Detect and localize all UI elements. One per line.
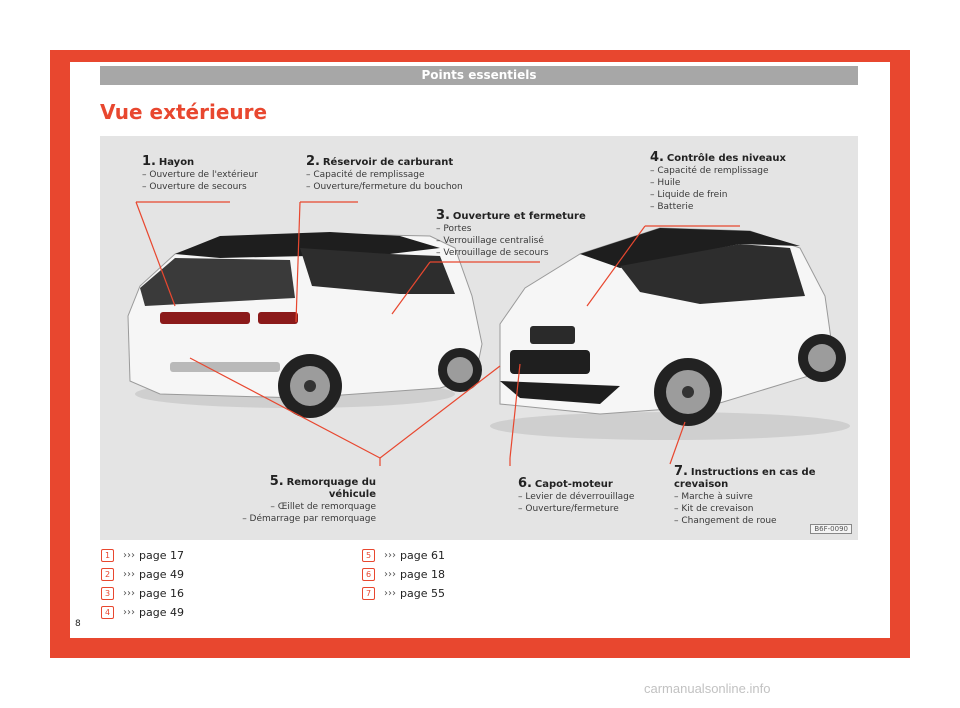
- reference-text: page 49: [139, 606, 184, 619]
- reference-arrow: ›››: [384, 588, 396, 599]
- reference-text: page 18: [400, 568, 445, 581]
- reference-arrow: ›››: [123, 550, 135, 561]
- callout-3: 3. Ouverture et fermeture – Portes – Ver…: [436, 208, 586, 259]
- figure-code: B6F-0090: [810, 524, 852, 534]
- reference-badge: 7: [362, 587, 375, 600]
- callout-3-item: – Verrouillage de secours: [436, 248, 549, 258]
- callout-6-number: 6.: [518, 476, 532, 491]
- callout-7-item: – Kit de crevaison: [674, 504, 754, 514]
- callout-5: 5. Remorquage du véhicule – Œillet de re…: [226, 474, 376, 525]
- watermark: carmanualsonline.info: [644, 681, 771, 696]
- callout-6-item: – Levier de déverrouillage: [518, 492, 635, 502]
- reference-arrow: ›››: [123, 569, 135, 580]
- reference-text: page 17: [139, 549, 184, 562]
- callout-6-title: Capot-moteur: [534, 479, 613, 490]
- callout-2-number: 2.: [306, 154, 320, 169]
- callout-2-item: – Ouverture/fermeture du bouchon: [306, 182, 463, 192]
- reference-arrow: ›››: [123, 588, 135, 599]
- page-title: Vue extérieure: [100, 100, 268, 124]
- callout-5-number: 5.: [269, 474, 284, 489]
- callout-4-item: – Capacité de remplissage: [650, 166, 769, 176]
- page-number: 8: [75, 619, 81, 629]
- callout-1-item: – Ouverture de l'extérieur: [142, 170, 258, 180]
- reference-item[interactable]: 5 ››› page 61: [362, 546, 445, 565]
- callout-1-item: – Ouverture de secours: [142, 182, 247, 192]
- reference-text: page 49: [139, 568, 184, 581]
- callout-5-item: – Démarrage par remorquage: [242, 514, 376, 524]
- callout-7-item: – Marche à suivre: [674, 492, 753, 502]
- car-illustration: [127, 201, 850, 466]
- callout-6: 6. Capot-moteur – Levier de déverrouilla…: [518, 476, 635, 515]
- callout-5-item: – Œillet de remorquage: [270, 502, 376, 512]
- reference-text: page 61: [400, 549, 445, 562]
- callout-3-title: Ouverture et fermeture: [452, 211, 586, 222]
- rear-car: [127, 232, 483, 418]
- reference-list-left: 1 ››› page 17 2 ››› page 49 3 ››› page 1…: [101, 546, 184, 622]
- reference-item[interactable]: 3 ››› page 16: [101, 584, 184, 603]
- callout-2-item: – Capacité de remplissage: [306, 170, 425, 180]
- callout-7-number: 7.: [674, 464, 688, 479]
- callout-1: 1. Hayon – Ouverture de l'extérieur – Ou…: [142, 154, 258, 193]
- callout-3-item: – Verrouillage centralisé: [436, 236, 544, 246]
- callout-4-title: Contrôle des niveaux: [666, 153, 786, 164]
- reference-arrow: ›››: [123, 607, 135, 618]
- reference-list-right: 5 ››› page 61 6 ››› page 18 7 ››› page 5…: [362, 546, 445, 603]
- reference-text: page 16: [139, 587, 184, 600]
- callout-1-title: Hayon: [158, 157, 195, 168]
- callout-4-item: – Batterie: [650, 202, 694, 212]
- reference-text: page 55: [400, 587, 445, 600]
- callout-4-number: 4.: [650, 150, 664, 165]
- callout-3-number: 3.: [436, 208, 450, 223]
- callout-4: 4. Contrôle des niveaux – Capacité de re…: [650, 150, 786, 213]
- front-car: [490, 227, 850, 440]
- reference-badge: 4: [101, 606, 114, 619]
- reference-badge: 2: [101, 568, 114, 581]
- vehicle-exterior-figure: 1. Hayon – Ouverture de l'extérieur – Ou…: [100, 136, 858, 540]
- reference-item[interactable]: 6 ››› page 18: [362, 565, 445, 584]
- reference-badge: 5: [362, 549, 375, 562]
- callout-2: 2. Réservoir de carburant – Capacité de …: [306, 154, 463, 193]
- reference-badge: 1: [101, 549, 114, 562]
- callout-4-item: – Liquide de frein: [650, 190, 728, 200]
- reference-arrow: ›››: [384, 569, 396, 580]
- reference-item[interactable]: 1 ››› page 17: [101, 546, 184, 565]
- callout-5-title: Remorquage du véhicule: [286, 477, 376, 500]
- reference-arrow: ›››: [384, 550, 396, 561]
- section-header: Points essentiels: [100, 66, 858, 85]
- callout-3-item: – Portes: [436, 224, 472, 234]
- callout-6-item: – Ouverture/fermeture: [518, 504, 619, 514]
- callout-7-item: – Changement de roue: [674, 516, 777, 526]
- callout-2-title: Réservoir de carburant: [322, 157, 454, 168]
- callout-1-number: 1.: [142, 154, 156, 169]
- reference-item[interactable]: 7 ››› page 55: [362, 584, 445, 603]
- callout-7: 7. Instructions en cas de crevaison – Ma…: [674, 464, 858, 527]
- callout-leader-lines: [135, 201, 740, 466]
- reference-item[interactable]: 2 ››› page 49: [101, 565, 184, 584]
- reference-badge: 6: [362, 568, 375, 581]
- reference-badge: 3: [101, 587, 114, 600]
- reference-item[interactable]: 4 ››› page 49: [101, 603, 184, 622]
- callout-4-item: – Huile: [650, 178, 681, 188]
- callout-7-title: Instructions en cas de crevaison: [674, 467, 816, 490]
